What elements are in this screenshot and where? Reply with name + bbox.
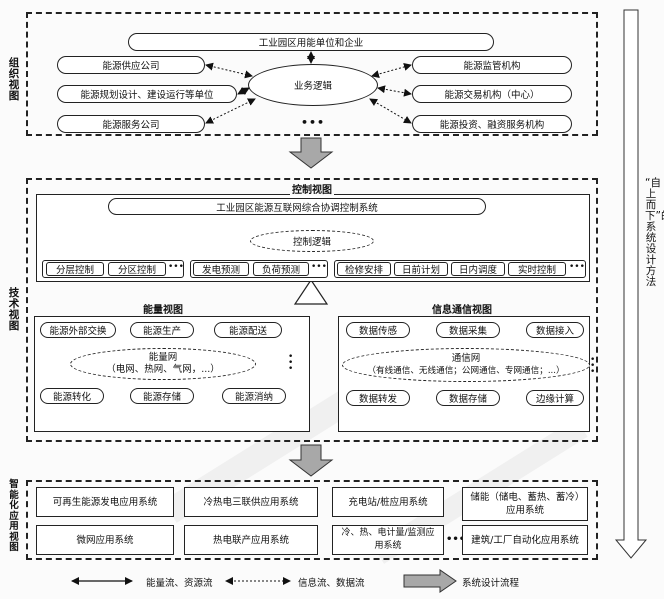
org-left-2: 能源规划设计、建设运行等单位 [57, 85, 237, 103]
info-bottom-2: 数据存储 [436, 390, 500, 406]
business-logic-label: 业务逻辑 [293, 81, 332, 92]
control-item-dayahead: 日前计划 [394, 262, 448, 276]
control-system-node: 工业园区能源互联网综合协调控制系统 [108, 198, 486, 215]
energy-top-3: 能源配送 [214, 322, 282, 338]
control-item-load-forecast: 负荷预测 [253, 262, 309, 276]
control-item-layered: 分层控制 [46, 262, 104, 276]
comm-network-subtitle: （有线通信、无线通信；公网通信、专网通信；...） [367, 366, 565, 376]
app-cchp: 冷热电三联供应用系统 [184, 487, 318, 517]
business-logic-ellipse: 业务逻辑 [248, 64, 378, 106]
app-view-frame [26, 480, 598, 560]
app-storage: 储能（储电、蓄热、蓄冷）应用系统 [462, 487, 588, 521]
tech-view-label: 技术视图 [8, 287, 20, 332]
control-group-2-ellipsis: ••• [311, 262, 327, 272]
app-view-label: 智能化应用视图 [9, 479, 19, 553]
app-charging: 充电站/桩应用系统 [332, 487, 444, 517]
top-down-method-label: “自上而下”的系统设计方法 [645, 177, 664, 288]
comm-network-ellipse: 通信网 （有线通信、无线通信；公网通信、专网通信；...） [342, 348, 590, 382]
legend-solid-label: 能量流、资源流 [146, 578, 213, 589]
control-item-gen-forecast: 发电预测 [193, 262, 249, 276]
org-right-1: 能源监管机构 [412, 56, 572, 74]
control-item-intraday: 日内调度 [451, 262, 505, 276]
org-right-3: 能源投资、融资服务机构 [412, 115, 572, 133]
app-automation: 建筑/工厂自动化应用系统 [462, 525, 588, 555]
org-ellipsis: ••• [301, 116, 326, 129]
app-renewable: 可再生能源发电应用系统 [36, 487, 174, 517]
app-microgrid: 微网应用系统 [36, 525, 174, 555]
app-metering: 冷、热、电计量/监测应用系统 [332, 525, 444, 555]
energy-view-title: 能量视图 [143, 305, 183, 316]
org-left-1: 能源供应公司 [57, 56, 205, 74]
info-top-1: 数据传感 [346, 322, 410, 338]
control-logic-label: 控制逻辑 [292, 237, 331, 248]
energy-bottom-2: 能源存储 [130, 388, 194, 404]
energy-network-ellipse: 能量网 （电网、热网、气网，...） [70, 348, 256, 380]
info-ellipsis: ••• [590, 355, 596, 377]
control-view-title: 控制视图 [290, 181, 334, 196]
legend-flow-label: 系统设计流程 [462, 578, 520, 589]
org-view-label: 组织视图 [8, 57, 20, 102]
control-item-maintenance: 检修安排 [337, 262, 391, 276]
energy-bottom-1: 能源转化 [40, 388, 104, 404]
legend-dotted-label: 信息流、数据流 [298, 578, 365, 589]
energy-network-subtitle: （电网、热网、气网，...） [106, 364, 220, 375]
control-item-zonal: 分区控制 [108, 262, 166, 276]
energy-top-1: 能源外部交换 [40, 322, 116, 338]
org-view-frame [26, 12, 598, 136]
info-top-2: 数据采集 [436, 322, 500, 338]
info-top-3: 数据接入 [526, 322, 584, 338]
control-item-realtime: 实时控制 [508, 262, 566, 276]
app-ellipsis: ••• [446, 534, 466, 545]
energy-top-2: 能源生产 [130, 322, 194, 338]
org-right-2: 能源交易机构（中心） [412, 85, 572, 103]
control-group-3-ellipsis: ••• [569, 262, 585, 272]
energy-network-title: 能量网 [148, 352, 178, 363]
tech-view-frame [26, 178, 598, 442]
org-top-node: 工业园区用能单位和企业 [128, 33, 494, 51]
energy-ellipsis: ••• [288, 352, 294, 374]
info-bottom-3: 边缘计算 [526, 390, 584, 406]
comm-network-title: 通信网 [451, 353, 481, 364]
energy-bottom-3: 能源消纳 [222, 388, 286, 404]
org-left-3: 能源服务公司 [57, 115, 205, 133]
info-bottom-1: 数据转发 [346, 390, 410, 406]
control-group-1-ellipsis: ••• [168, 262, 184, 272]
control-logic-ellipse: 控制逻辑 [250, 230, 374, 252]
app-chp: 热电联产应用系统 [184, 525, 318, 555]
info-view-title: 信息通信视图 [432, 305, 492, 316]
